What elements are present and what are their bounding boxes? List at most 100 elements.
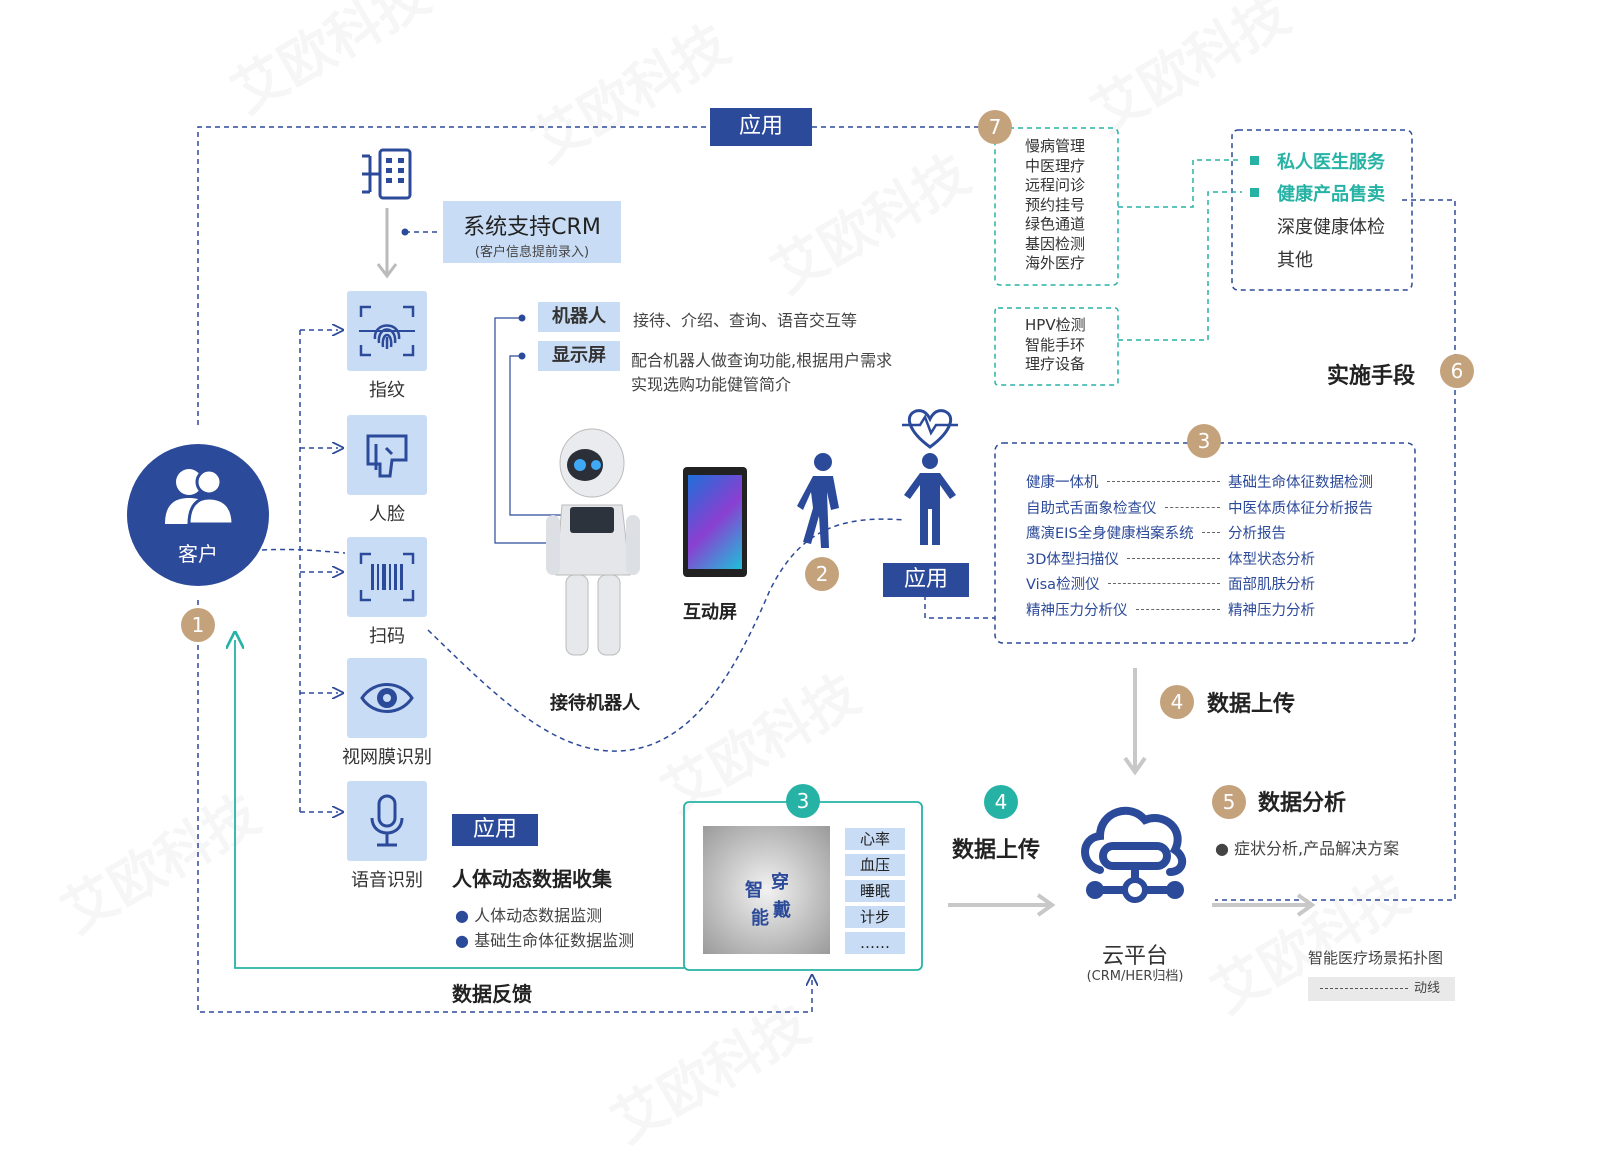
fingerprint-icon: [359, 305, 415, 357]
means-title: 实施手段: [1327, 364, 1416, 389]
device-result: 中医体质体征分析报告: [1228, 500, 1373, 517]
wearable-image-text: 能: [751, 908, 769, 929]
face-box: [347, 415, 427, 495]
screen-label: 互动屏: [683, 602, 737, 623]
dynamic-bullet-text: 基础生命体征数据监测: [474, 931, 635, 950]
service-item: 远程问诊: [1025, 176, 1086, 194]
face-icon: [366, 434, 408, 478]
device-result: 精神压力分析: [1228, 602, 1315, 619]
vital-tag: 心率: [845, 828, 905, 850]
device-result: 体型状态分析: [1228, 551, 1315, 568]
legend-title: 智能医疗场景拓扑图: [1308, 949, 1444, 967]
step-badge-7: 7: [978, 110, 1012, 144]
service-item: 慢病管理: [1025, 137, 1086, 155]
step-badge-3-teal: 3: [786, 784, 820, 818]
feedback-label: 数据反馈: [452, 982, 532, 1006]
device-leader-line: [1136, 609, 1220, 610]
crm-subtitle: (客户信息提前录入): [474, 245, 590, 260]
microphone-box: [347, 781, 427, 861]
means-item: 深度健康体检: [1277, 217, 1385, 238]
barcode-box: [347, 537, 427, 617]
person-apply-tag: 应用: [883, 563, 969, 597]
service-item: 预约挂号: [1025, 195, 1086, 214]
eye-box: [347, 658, 427, 738]
screen-tag: 显示屏: [538, 341, 620, 371]
analysis-bullet-text: 症状分析,产品解决方案: [1234, 839, 1400, 858]
person-health-icon: [902, 409, 958, 545]
robot-label: 接待机器人: [550, 693, 640, 714]
vital-tag: 血压: [845, 854, 905, 876]
building-network-icon: [362, 148, 412, 200]
reception-robot-image: [546, 428, 640, 656]
wearable-devices-image: 智 能 穿 戴: [703, 826, 830, 954]
device-leader-line: [1165, 507, 1220, 508]
device-result: 分析报告: [1228, 526, 1286, 542]
dynamic-apply-tag: 应用: [452, 814, 538, 846]
top-apply-tag: 应用: [710, 108, 812, 146]
device-name: 鹰演EIS全身健康档案系统: [1026, 526, 1194, 542]
step-badge-5: 5: [1212, 785, 1246, 819]
customer-node: 客户: [127, 444, 269, 586]
method-label-fingerprint: 指纹: [369, 380, 405, 401]
device-leader-line: [1107, 481, 1220, 482]
legend-dash: [1320, 988, 1408, 989]
fingerprint-box: [347, 291, 427, 371]
connector-lines: [197, 126, 1456, 1013]
users-icon: [165, 468, 235, 526]
crm-box: 系统支持CRM (客户信息提前录入): [443, 201, 621, 263]
dynamic-bullet: ● 人体动态数据监测: [455, 906, 603, 925]
product-item: HPV检测: [1025, 316, 1086, 334]
service-item: 海外医疗: [1025, 254, 1086, 272]
robot-desc: 接待、介绍、查询、语音交互等: [633, 311, 858, 330]
method-label-face: 人脸: [369, 504, 405, 525]
service-item: 绿色通道: [1025, 215, 1086, 233]
dynamic-title: 人体动态数据收集: [452, 867, 612, 891]
product-item: 智能手环: [1025, 335, 1086, 354]
product-item: 理疗设备: [1025, 355, 1086, 373]
vital-tag: 睡眠: [845, 880, 905, 902]
means-item-highlight: 私人医生服务: [1277, 152, 1385, 173]
cloud-label: 云平台: [1101, 944, 1168, 969]
dynamic-bullet-text: 人体动态数据监测: [474, 906, 603, 925]
wearable-image-text: 穿: [771, 872, 789, 893]
device-leader-line: [1127, 558, 1220, 559]
interactive-screen-image: [683, 467, 747, 577]
method-label-barcode: 扫码: [369, 626, 405, 647]
vital-tag: 计步: [845, 906, 905, 928]
cloud-platform-icon: [1081, 806, 1187, 903]
microphone-icon: [370, 794, 404, 847]
step-badge-1: 1: [181, 608, 215, 642]
device-leader-line: [1202, 532, 1220, 533]
dynamic-bullet: ● 基础生命体征数据监测: [455, 931, 635, 950]
walking-person-icon: [797, 453, 839, 548]
crm-title: 系统支持CRM: [463, 215, 601, 240]
device-name: 3D体型扫描仪: [1026, 551, 1119, 568]
device-result: 面部肌肤分析: [1228, 577, 1315, 593]
wearable-image-text: 戴: [773, 900, 791, 921]
legend-line-label: 动线: [1414, 981, 1441, 996]
service-list: 慢病管理 中医理疗 远程问诊 预约挂号 绿色通道 基因检测 海外医疗: [1025, 137, 1085, 274]
device-result: 基础生命体征数据检测: [1228, 475, 1373, 491]
means-item-highlight: 健康产品售卖: [1277, 184, 1385, 205]
upload-label-left: 数据上传: [952, 838, 1041, 863]
customer-label: 客户: [178, 542, 218, 566]
device-name: Visa检测仪: [1026, 577, 1100, 593]
device-name: 精神压力分析仪: [1026, 602, 1128, 619]
legend-line: 动线: [1308, 977, 1455, 1001]
screen-desc: 配合机器人做查询功能,根据用户需求: [631, 351, 893, 370]
cloud-sub: (CRM/HER归档): [1086, 969, 1184, 984]
screen-desc-2: 实现选购功能健管简介: [631, 375, 792, 394]
upload-label: 数据上传: [1207, 692, 1296, 717]
step-badge-6: 6: [1440, 354, 1474, 388]
analysis-bullet: ● 症状分析,产品解决方案: [1215, 839, 1400, 858]
means-item: 其他: [1277, 250, 1313, 271]
eye-icon: [360, 683, 414, 713]
step-badge-4: 4: [1160, 685, 1194, 719]
step-badge-3: 3: [1187, 424, 1221, 458]
step-badge-4-teal: 4: [984, 785, 1018, 819]
step-badge-2: 2: [805, 557, 839, 591]
service-item: 基因检测: [1025, 234, 1086, 253]
device-name: 健康一体机: [1026, 475, 1099, 491]
robot-tag: 机器人: [538, 302, 620, 332]
vital-tag: ……: [845, 932, 905, 954]
